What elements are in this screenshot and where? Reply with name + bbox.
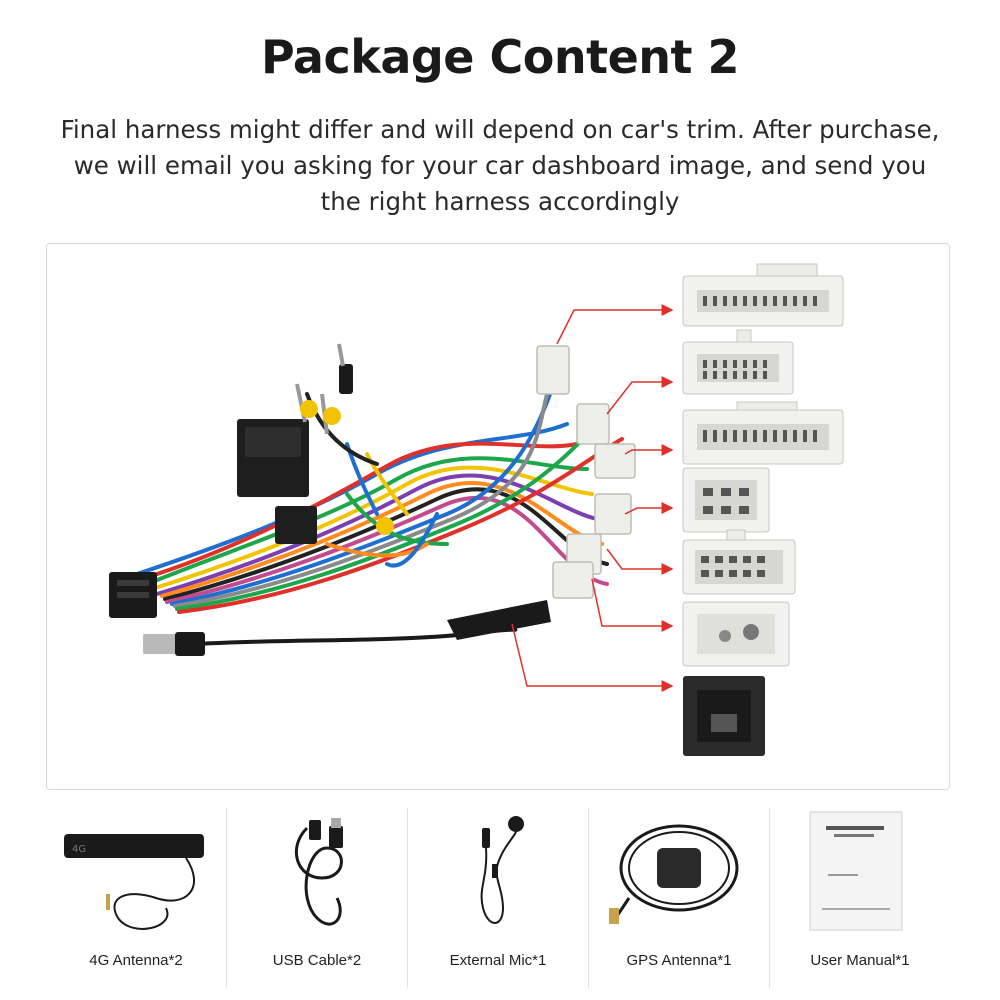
user-manual-icon (809, 811, 903, 931)
harness-white-plugs-icon (536, 345, 636, 599)
connector-usb-black-icon (683, 676, 765, 756)
accessory-label: GPS Antenna*1 (626, 952, 732, 969)
harness-panel (46, 243, 950, 790)
connector-28pin-icon (682, 401, 844, 465)
page-subtitle: Final harness might differ and will depe… (60, 115, 940, 216)
accessory-label: USB Cable*2 (272, 952, 362, 969)
usb-cable-harness-icon (143, 600, 551, 656)
accessory-user-manual: User Manual*1 (770, 808, 950, 988)
accessories-row: 4G 4G Antenna*2 USB Cable*2 External Mic… (46, 808, 950, 988)
4g-antenna-icon: 4G (64, 834, 204, 930)
connector-20pin-icon (682, 329, 794, 395)
connector-6pin-icon (682, 467, 770, 533)
page-title: Package Content 2 (260, 30, 740, 84)
svg-text:4G: 4G (72, 844, 86, 855)
usb-cable-icon (294, 818, 343, 926)
connector-26pin-icon (682, 263, 844, 327)
pointer-arrows (511, 304, 674, 692)
canbus-box-icon (237, 419, 309, 497)
accessory-label: User Manual*1 (810, 952, 910, 969)
accessory-usb-cable: USB Cable*2 (227, 808, 408, 988)
accessory-gps-antenna: GPS Antenna*1 (589, 808, 770, 988)
wire-bundle (135, 362, 624, 614)
main-harness-plug-icon (109, 572, 157, 618)
microphone-icon (480, 816, 524, 924)
connector-antenna-icon (682, 601, 790, 667)
accessory-4g-antenna: 4G 4G Antenna*2 (46, 808, 227, 988)
relay-box-icon (275, 506, 317, 544)
accessory-label: External Mic*1 (449, 952, 547, 969)
gps-antenna-icon (609, 824, 739, 924)
accessory-external-mic: External Mic*1 (408, 808, 589, 988)
wiring-harness-illustration (109, 263, 844, 756)
connector-12pin-icon (682, 529, 796, 595)
rca-plugs-icon (295, 343, 394, 535)
accessory-label: 4G Antenna*2 (89, 952, 183, 969)
